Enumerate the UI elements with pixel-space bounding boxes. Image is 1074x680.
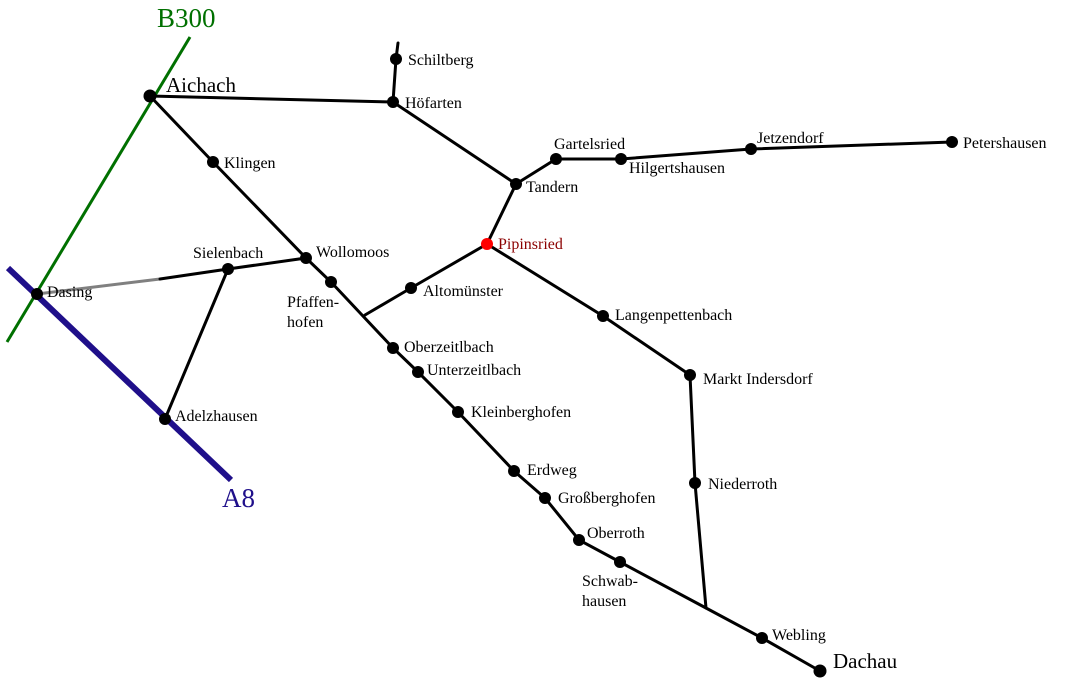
a8-road	[5, 265, 234, 483]
station-dot-oberroth[interactable]	[573, 534, 585, 546]
station-label-oberroth: Oberroth	[587, 525, 645, 542]
station-label-langenpettenbach: Langenpettenbach	[615, 307, 732, 324]
station-label-aichach: Aichach	[166, 73, 236, 97]
station-dot-jetzendorf[interactable]	[745, 143, 757, 155]
station-label-adelzhausen: Adelzhausen	[175, 408, 258, 425]
station-label-kleinberghofen: Kleinberghofen	[471, 404, 571, 421]
station-label-jetzendorf: Jetzendorf	[757, 130, 824, 147]
station-dot-sielenbach[interactable]	[222, 263, 234, 275]
station-dot-pipinsried[interactable]	[481, 238, 493, 250]
station-label-schwabhausen-2: hausen	[582, 593, 626, 610]
rail-tandern-pipinsried	[485, 182, 518, 246]
station-labels: Schiltberg Aichach Höfarten Gartelsried …	[47, 52, 1047, 673]
station-label-altomuenster: Altomünster	[423, 283, 504, 300]
station-dot-wollomoos[interactable]	[300, 252, 312, 264]
station-label-klingen: Klingen	[224, 155, 276, 172]
station-dot-tandern[interactable]	[510, 178, 522, 190]
station-dot-gartelsried[interactable]	[550, 153, 562, 165]
station-dot-adelzhausen[interactable]	[159, 413, 171, 425]
station-dot-aichach[interactable]	[143, 89, 157, 103]
station-label-oberzeitlbach: Oberzeitlbach	[404, 339, 494, 356]
station-dot-markt-indersdorf[interactable]	[684, 369, 696, 381]
rail-schiltberg-hoefarten	[391, 41, 400, 104]
station-dot-kleinberghofen[interactable]	[452, 406, 464, 418]
station-dot-oberzeitlbach[interactable]	[387, 342, 399, 354]
station-dots	[31, 53, 958, 678]
rail-aichach-hoefarten	[148, 94, 395, 104]
station-dot-grossberghofen[interactable]	[539, 492, 551, 504]
station-label-erdweg: Erdweg	[527, 462, 577, 479]
station-label-schwabhausen-1: Schwab-	[582, 573, 638, 590]
station-label-hoefarten: Höfarten	[405, 95, 462, 112]
station-label-grossberghofen: Großberghofen	[558, 490, 655, 507]
station-dot-petershausen[interactable]	[946, 136, 958, 148]
station-label-pfaffenhofen-2: hofen	[287, 314, 323, 331]
station-dot-unterzeitlbach[interactable]	[412, 366, 424, 378]
station-dot-pfaffenhofen[interactable]	[325, 276, 337, 288]
station-dot-klingen[interactable]	[207, 156, 219, 168]
station-label-tandern: Tandern	[526, 179, 578, 196]
rail-sielenbach-adelzhausen	[163, 267, 230, 421]
station-label-dasing: Dasing	[47, 284, 92, 301]
station-label-gartelsried: Gartelsried	[554, 136, 625, 153]
station-dot-dachau[interactable]	[813, 664, 827, 678]
station-dot-webling[interactable]	[756, 632, 768, 644]
station-label-niederroth: Niederroth	[708, 476, 777, 493]
station-label-webling: Webling	[772, 627, 826, 644]
a8-label: A8	[222, 483, 255, 513]
station-label-markt-indersdorf: Markt Indersdorf	[703, 371, 813, 388]
station-label-schiltberg: Schiltberg	[408, 52, 473, 69]
station-label-dachau: Dachau	[833, 649, 898, 673]
station-dot-schwabhausen[interactable]	[614, 556, 626, 568]
station-label-pfaffenhofen-1: Pfaffen-	[287, 294, 339, 311]
station-dot-hilgertshausen[interactable]	[615, 153, 627, 165]
station-label-pipinsried: Pipinsried	[498, 236, 563, 253]
rail-markt-indersdorf-junction	[688, 373, 708, 610]
station-label-hilgertshausen: Hilgertshausen	[629, 160, 725, 177]
station-label-petershausen: Petershausen	[963, 135, 1047, 152]
station-dot-niederroth[interactable]	[689, 477, 701, 489]
station-label-sielenbach: Sielenbach	[193, 245, 263, 262]
station-dot-erdweg[interactable]	[508, 465, 520, 477]
station-label-wollomoos: Wollomoos	[316, 244, 389, 261]
station-dot-altomuenster[interactable]	[405, 282, 417, 294]
rail-hoefarten-tandern	[391, 100, 954, 186]
station-dot-hoefarten[interactable]	[387, 96, 399, 108]
station-dot-schiltberg[interactable]	[390, 53, 402, 65]
station-dot-langenpettenbach[interactable]	[597, 310, 609, 322]
station-label-unterzeitlbach: Unterzeitlbach	[427, 362, 521, 379]
station-dot-dasing[interactable]	[31, 288, 43, 300]
b300-label: B300	[157, 3, 216, 33]
rail-dasing-sielenbach-gray	[36, 277, 161, 296]
